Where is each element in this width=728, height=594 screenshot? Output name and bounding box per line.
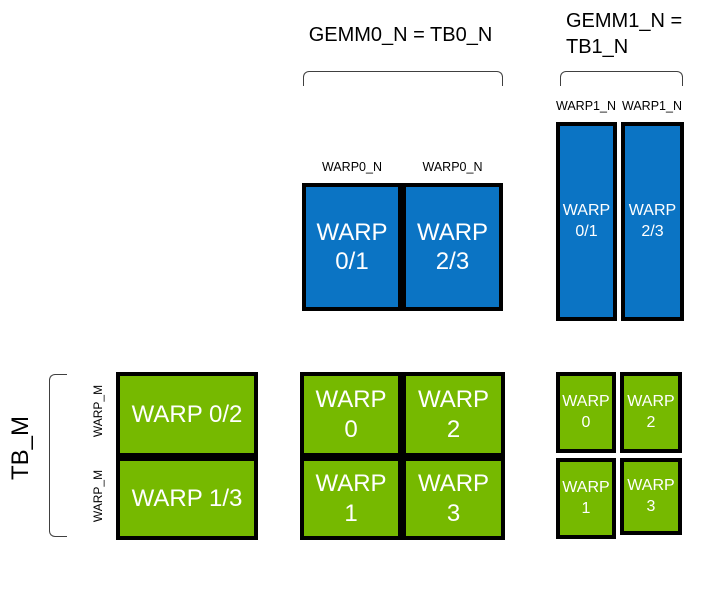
c1-cell-warp2: WARP 2 (620, 372, 682, 453)
warp-m-label-top: WARP_M (91, 384, 105, 438)
warp0-n-label-right: WARP0_N (422, 160, 483, 174)
gemm0-bracket (303, 71, 503, 86)
tb-m-label: TB_M (7, 416, 34, 481)
c1-cell-warp0: WARP 0 (556, 372, 616, 453)
a-cell-warp02: WARP 0/2 (116, 372, 258, 457)
gemm0-title: GEMM0_N = TB0_N (308, 24, 493, 46)
b1-cell-warp01: WARP 0/1 (556, 122, 617, 321)
c1-cell-warp3: WARP 3 (620, 458, 682, 535)
b0-cell-warp01: WARP 0/1 (302, 183, 402, 311)
c0-cell-warp3: WARP 3 (402, 457, 505, 540)
c1-cell-warp1: WARP 1 (556, 458, 616, 539)
warp1-n-label-left: WARP1_N (556, 99, 616, 113)
gemm1-bracket (560, 71, 683, 86)
c0-cell-warp2: WARP 2 (402, 372, 505, 457)
b0-cell-warp23: WARP 2/3 (402, 183, 503, 311)
c0-cell-warp1: WARP 1 (300, 457, 402, 540)
b1-cell-warp23: WARP 2/3 (621, 122, 684, 321)
warp0-n-label-left: WARP0_N (322, 160, 382, 174)
c0-cell-warp0: WARP 0 (300, 372, 402, 457)
tb-m-bracket (49, 374, 67, 537)
gemm1-title: GEMM1_N = TB1_N (566, 10, 683, 58)
a-cell-warp13: WARP 1/3 (116, 457, 258, 540)
warp-m-label-bottom: WARP_M (91, 469, 105, 523)
warp1-n-label-right: WARP1_N (622, 99, 682, 113)
